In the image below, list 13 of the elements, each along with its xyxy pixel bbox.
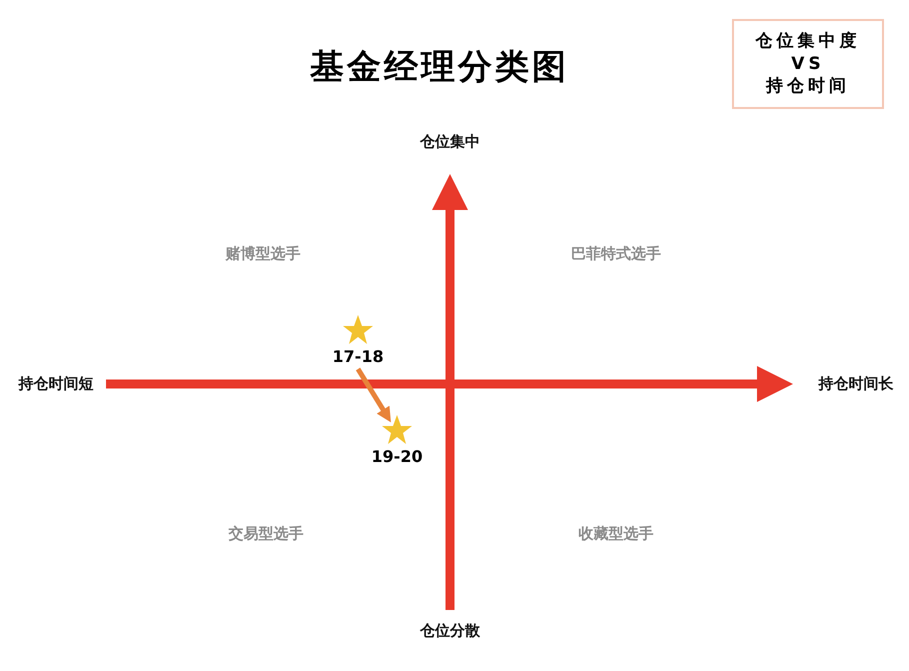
year-label: 17-18 [331, 347, 385, 366]
axis-label: 仓位分散 [420, 622, 480, 640]
axis-label: 持仓时间短 [18, 374, 94, 394]
quadrant-label: 收藏型选手 [578, 524, 654, 544]
quadrant-label: 巴菲特式选手 [571, 244, 661, 264]
diagram-title: 基金经理分类图 [310, 46, 569, 89]
year-label: 19-20 [370, 447, 424, 466]
quadrant-label: 交易型选手 [228, 524, 304, 544]
arrow [356, 368, 391, 422]
quadrant-label: 赌博型选手 [226, 244, 300, 264]
title-box: 仓位集中度 VS 持仓时间 [732, 19, 884, 109]
axis-label: 持仓时间长 [818, 374, 894, 394]
axis-label: 仓位集中 [420, 132, 480, 152]
